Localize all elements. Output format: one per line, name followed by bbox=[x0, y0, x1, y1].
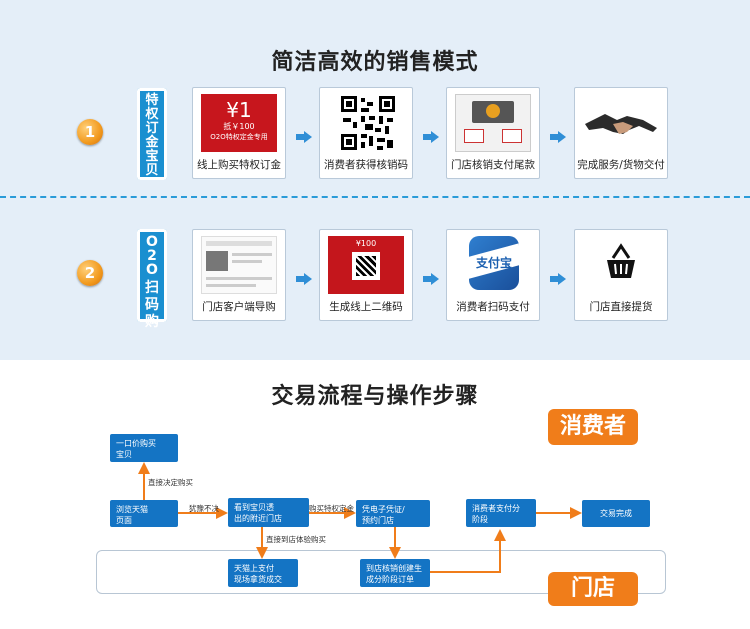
card-delivery[interactable]: 完成服务/货物交付 bbox=[574, 87, 668, 179]
flow-box-pay-online: 天猫上支付现场拿货成交 bbox=[228, 559, 298, 587]
step-number-2: 2 bbox=[77, 260, 103, 286]
alipay-logo-text: 支付宝 bbox=[475, 256, 512, 270]
tag-o2o-scan: O 2 O 扫 码 购 bbox=[137, 229, 167, 330]
flow-box-buy-item: 一口价购买宝贝 bbox=[110, 434, 178, 462]
tag-char: 金 bbox=[145, 135, 159, 150]
tag-char: 码 bbox=[145, 297, 159, 313]
flow-box-voucher: 凭电子凭证/预约门店 bbox=[356, 500, 430, 527]
card-caption: 线上购买特权订金 bbox=[197, 159, 281, 171]
card-caption: 门店核销支付尾款 bbox=[451, 159, 535, 171]
card-pickup[interactable]: 门店直接提货 bbox=[574, 229, 668, 321]
section-title-sales-mode: 简洁高效的销售模式 bbox=[271, 50, 479, 75]
tag-char: 特 bbox=[145, 93, 159, 108]
qr-code-icon bbox=[339, 94, 397, 152]
flow-box-consumer-pay: 消费者支付分阶段 bbox=[466, 499, 536, 527]
card-generate-qr[interactable]: ¥100 生成线上二维码 bbox=[319, 229, 413, 321]
arrow-right-icon bbox=[550, 131, 566, 143]
card-caption: 完成服务/货物交付 bbox=[577, 159, 665, 171]
red-coupon-image: ¥100 bbox=[328, 236, 404, 294]
card-caption: 消费者扫码支付 bbox=[456, 301, 530, 313]
section-title-flow: 交易流程与操作步骤 bbox=[271, 384, 479, 409]
consumer-badge: 消费者 bbox=[548, 409, 638, 445]
tag-char: 贝 bbox=[145, 163, 159, 178]
tag-char: O bbox=[146, 262, 158, 278]
tag-char: 2 bbox=[147, 248, 157, 264]
tag-privilege-deposit: 特 权 订 金 宝贝 bbox=[137, 88, 167, 180]
deposit-coupon-image: ¥1 抵￥100 O2O特权定金专用 bbox=[201, 94, 277, 152]
shopping-basket-icon bbox=[607, 243, 635, 278]
flow-box-store-order: 到店核销创建生成分阶段订单 bbox=[360, 559, 430, 587]
arrow-right-icon bbox=[296, 131, 312, 143]
card-caption: 门店直接提货 bbox=[589, 301, 653, 313]
tag-char: 购 bbox=[145, 314, 159, 330]
flow-box-browse: 浏览天猫页面 bbox=[110, 500, 178, 527]
arrow-right-icon bbox=[423, 131, 439, 143]
arrow-right-icon bbox=[296, 273, 312, 285]
label-direct-buy: 直接决定购买 bbox=[148, 478, 193, 487]
coupon-price: ¥100 bbox=[355, 239, 377, 248]
card-scan-pay[interactable]: 支付宝 消费者扫码支付 bbox=[446, 229, 540, 321]
tag-char: 宝 bbox=[145, 149, 159, 164]
card-caption: 门店客户端导购 bbox=[202, 301, 276, 313]
arrow-right-icon bbox=[550, 273, 566, 285]
tag-char: 权 bbox=[145, 107, 159, 122]
step-number-1: 1 bbox=[77, 119, 103, 145]
arrow-right-icon bbox=[423, 273, 439, 285]
coupon-sub1: 抵￥100 bbox=[223, 122, 255, 131]
label-direct-store: 直接到店体验购买 bbox=[266, 535, 326, 544]
card-caption: 生成线上二维码 bbox=[329, 301, 403, 313]
section-divider bbox=[0, 196, 750, 198]
card-caption: 消费者获得核销码 bbox=[324, 159, 408, 171]
app-screen-image bbox=[201, 236, 277, 294]
tag-char: 扫 bbox=[145, 280, 159, 296]
label-buy-deposit: 购买特权定金 bbox=[309, 504, 354, 513]
card-get-code[interactable]: 消费者获得核销码 bbox=[319, 87, 413, 179]
label-consult: 犹豫不决 bbox=[189, 504, 219, 513]
tag-char: O bbox=[146, 234, 158, 250]
card-buy-deposit[interactable]: ¥1 抵￥100 O2O特权定金专用 线上购买特权订金 bbox=[192, 87, 286, 179]
coupon-sub2: O2O特权定金专用 bbox=[210, 133, 268, 141]
flow-box-see-store: 看到宝贝透出的附近门店 bbox=[228, 498, 309, 527]
store-badge: 门店 bbox=[548, 572, 638, 606]
coupon-price: ¥1 bbox=[226, 98, 252, 122]
phone-screen-image bbox=[455, 94, 531, 152]
tag-char: 订 bbox=[145, 121, 159, 136]
card-store-client[interactable]: 门店客户端导购 bbox=[192, 229, 286, 321]
card-store-verify[interactable]: 门店核销支付尾款 bbox=[446, 87, 540, 179]
alipay-logo-icon: 支付宝 bbox=[469, 236, 519, 290]
flow-box-done: 交易完成 bbox=[582, 500, 650, 527]
handshake-icon bbox=[585, 114, 657, 134]
